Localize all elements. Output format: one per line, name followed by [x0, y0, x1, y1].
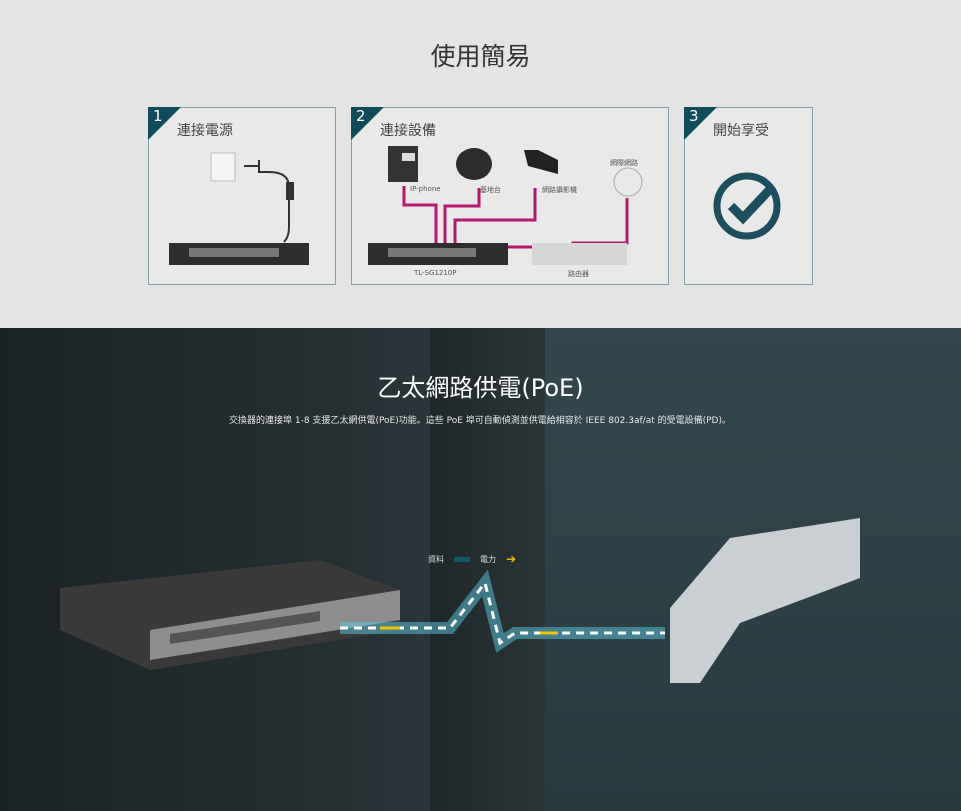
- legend-data-swatch: [454, 556, 470, 562]
- background-pillar: [430, 328, 545, 811]
- step-badge: [684, 107, 717, 140]
- poe-illustration: [60, 518, 860, 683]
- power-arrow-icon: [380, 626, 558, 635]
- poe-title: 乙太網路供電(PoE): [377, 374, 584, 402]
- step-card-connect: 2 連接設備 IP-phone 基地台 網路攝影機 網際網路 TL-SG1210…: [351, 107, 669, 285]
- legend-power-arrow-icon: ➔: [506, 552, 517, 566]
- globe-icon: [613, 167, 643, 197]
- outlet-icon: [210, 152, 236, 182]
- step-badge: [148, 107, 181, 140]
- step-title: 開始享受: [713, 123, 769, 139]
- security-camera-icon: [670, 518, 860, 683]
- step-title: 連接設備: [380, 123, 436, 139]
- label-ip-phone: IP-phone: [410, 185, 441, 193]
- legend: 資料 電力 ➔: [428, 552, 516, 566]
- label-switch-model: TL-SG1210P: [414, 269, 457, 277]
- power-connection-illustration: [169, 152, 309, 265]
- step-number: 2: [356, 107, 366, 125]
- device-connection-illustration: [368, 146, 643, 265]
- step-card-power: 1 連接電源: [148, 107, 336, 285]
- step-card-enjoy: 3 開始享受: [684, 107, 813, 285]
- section-title: 使用簡易: [430, 42, 531, 71]
- legend-power-label: 電力: [480, 554, 496, 564]
- step-title: 連接電源: [177, 123, 233, 139]
- access-point-icon: [456, 148, 492, 180]
- ip-phone-icon: [388, 146, 418, 182]
- step-number: 3: [689, 107, 699, 125]
- step-badge: [351, 107, 384, 140]
- checkmark-icon: [713, 172, 781, 240]
- label-internet: 網際網路: [610, 159, 638, 167]
- label-access-point: 基地台: [480, 186, 501, 194]
- camera-icon: [524, 150, 558, 174]
- step-number: 1: [153, 107, 163, 125]
- router-icon: [532, 243, 627, 265]
- easy-to-use-section: 使用簡易 1 連接電源 2 連接設備 IP-phone 基地台 網路攝影機 網際…: [0, 0, 961, 328]
- plug-cable-icon: [244, 160, 290, 243]
- label-router: 路由器: [568, 270, 589, 278]
- switch-icon: [60, 560, 400, 670]
- label-camera: 網路攝影機: [542, 186, 577, 194]
- poe-description: 交換器的連接埠 1-8 支援乙太網供電(PoE)功能。這些 PoE 埠可自動偵測…: [229, 416, 731, 426]
- poe-section: 乙太網路供電(PoE) 交換器的連接埠 1-8 支援乙太網供電(PoE)功能。這…: [0, 328, 961, 811]
- legend-data-label: 資料: [428, 554, 444, 564]
